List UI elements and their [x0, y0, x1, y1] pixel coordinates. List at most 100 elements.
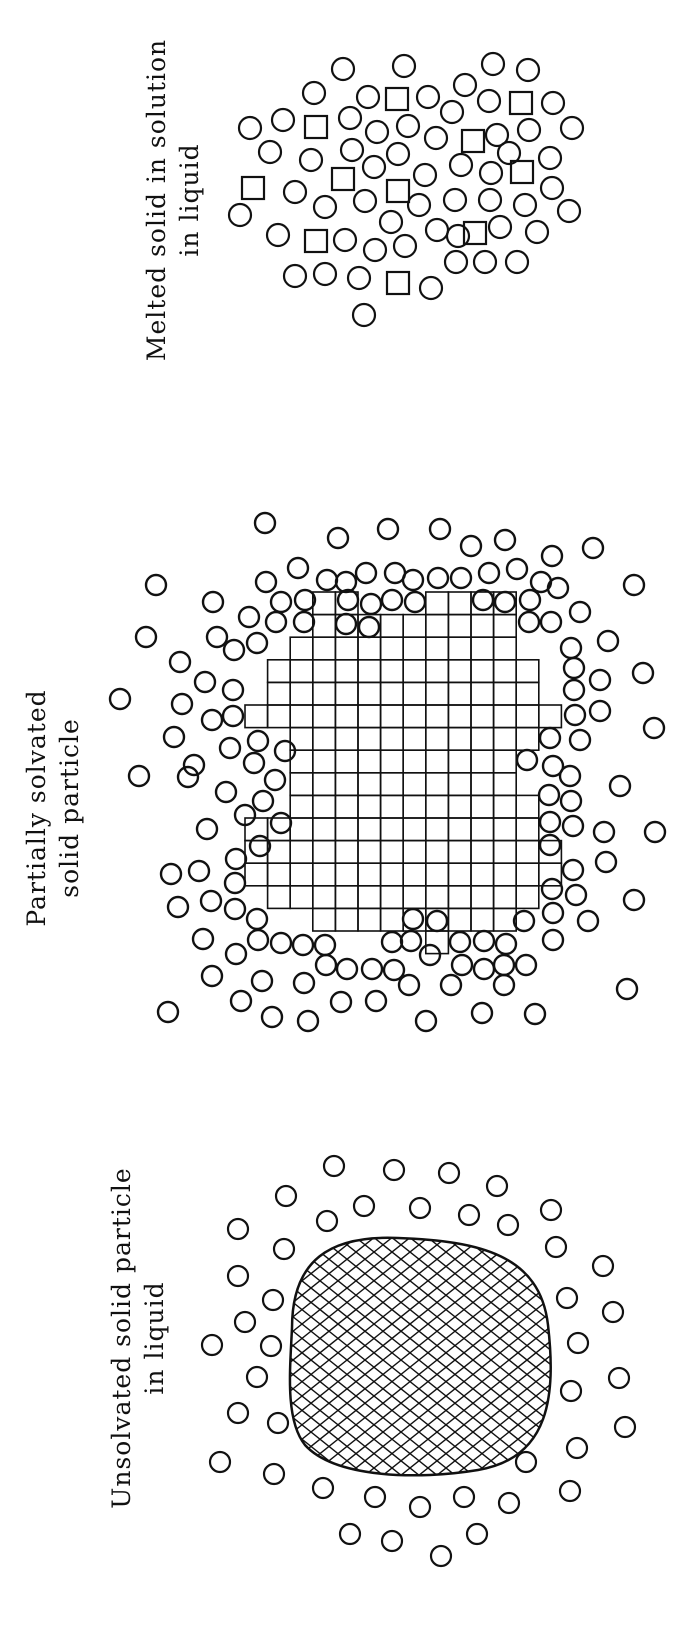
lattice-cell	[471, 615, 494, 638]
lattice-cell	[313, 615, 336, 638]
solvent-molecule-circle	[216, 782, 236, 802]
solvent-molecule-circle	[225, 873, 245, 893]
solvent-molecule-circle	[610, 776, 630, 796]
solvent-molecule-circle	[564, 658, 584, 678]
solvent-molecule-circle	[539, 785, 559, 805]
solvent-molecule-circle	[565, 705, 585, 725]
lattice-cell	[471, 750, 494, 773]
lattice-cell	[358, 705, 381, 728]
solvent-molecule-circle	[450, 932, 470, 952]
solvent-molecule-circle	[518, 119, 540, 141]
solvent-molecule-circle	[364, 239, 386, 261]
solvent-molecule-circle	[357, 86, 379, 108]
solvent-molecule-circle	[393, 55, 415, 77]
solvent-molecule-circle	[136, 627, 156, 647]
hatch-line	[0, 1220, 72, 1500]
lattice-cell	[335, 908, 358, 931]
label-unsolvated: Unsolvated solid particle in liquid	[107, 1167, 169, 1508]
solvent-molecule-circle	[259, 141, 281, 163]
hatch-line	[532, 1220, 699, 1500]
solvent-molecule-circle	[560, 1481, 580, 1501]
solvent-molecule-circle	[489, 216, 511, 238]
lattice-cell	[471, 637, 494, 660]
solvent-molecule-circle	[516, 955, 536, 975]
solvent-molecule-circle	[495, 530, 515, 550]
solvent-molecule-circle	[224, 640, 244, 660]
lattice-cell	[471, 818, 494, 841]
hatch-line	[604, 1220, 699, 1500]
solvent-molecule-circle	[525, 1004, 545, 1024]
lattice-cell	[403, 818, 426, 841]
solvent-molecule-circle	[361, 594, 381, 614]
solvent-molecule-circle	[624, 575, 644, 595]
lattice-cell	[448, 773, 471, 796]
lattice-cell	[335, 637, 358, 660]
lattice-cell	[290, 841, 313, 864]
lattice-cell	[335, 682, 358, 705]
hatch-line	[442, 1220, 699, 1500]
label-partial-line2: solid particle	[55, 718, 84, 898]
hatch-line	[424, 1220, 699, 1500]
lattice-cell	[381, 841, 404, 864]
solvent-molecule-circle	[184, 755, 204, 775]
lattice-cell	[426, 728, 449, 751]
solvent-molecule-circle	[478, 90, 500, 112]
lattice-cell	[426, 750, 449, 773]
lattice-cell	[403, 863, 426, 886]
lattice-cell	[494, 615, 517, 638]
solvent-molecule-circle	[271, 813, 291, 833]
lattice-cell	[448, 818, 471, 841]
lattice-cell	[335, 886, 358, 909]
lattice-cell	[516, 660, 539, 683]
lattice-cell	[403, 841, 426, 864]
solvent-molecule-circle	[594, 822, 614, 842]
solvent-molecule-circle	[268, 1413, 288, 1433]
solvent-molecule-circle	[178, 767, 198, 787]
solvent-molecule-circle	[294, 973, 314, 993]
lattice-cell	[381, 795, 404, 818]
solvent-molecule-circle	[506, 251, 528, 273]
solvent-molecule-circle	[201, 891, 221, 911]
solvent-molecule-circle	[526, 221, 548, 243]
solvent-molecule-circle	[428, 568, 448, 588]
solvent-molecule-circle	[439, 1163, 459, 1183]
lattice-cell	[358, 682, 381, 705]
solvent-molecule-circle	[540, 728, 560, 748]
solvent-molecule-circle	[274, 1239, 294, 1259]
hatch-line	[424, 1220, 699, 1500]
solvent-molecule-circle	[382, 590, 402, 610]
solvent-molecule-circle	[276, 1186, 296, 1206]
solvent-molecule-circle	[426, 219, 448, 241]
hatch-line	[514, 1220, 699, 1500]
solvent-molecule-circle	[382, 1531, 402, 1551]
solvent-molecule-circle	[394, 235, 416, 257]
solute-molecule-square	[305, 116, 327, 138]
solvent-molecule-circle	[247, 909, 267, 929]
lattice-cell	[245, 841, 268, 864]
lattice-cell	[448, 863, 471, 886]
lattice-cell	[381, 750, 404, 773]
solvent-molecule-circle	[445, 251, 467, 273]
solvent-molecule-circle	[264, 1464, 284, 1484]
lattice-cell	[516, 795, 539, 818]
solvent-molecule-circle	[303, 82, 325, 104]
lattice-cell	[268, 682, 291, 705]
solvent-molecule-circle	[590, 701, 610, 721]
hatch-line	[406, 1220, 699, 1500]
lattice-cell	[335, 660, 358, 683]
label-melted: Melted solid in solution in liquid	[142, 39, 204, 361]
solvent-molecule-circle	[444, 189, 466, 211]
solvent-molecule-circle	[288, 558, 308, 578]
solvent-molecule-circle	[410, 1198, 430, 1218]
solvent-molecule-circle	[520, 590, 540, 610]
lattice-cell	[381, 728, 404, 751]
hatch-line	[676, 1220, 699, 1500]
solvent-molecule-circle	[494, 975, 514, 995]
solvent-molecule-circle	[473, 590, 493, 610]
lattice-cell	[403, 750, 426, 773]
solvent-molecule-circle	[570, 602, 590, 622]
lattice-cell	[290, 705, 313, 728]
lattice-cell	[516, 682, 539, 705]
solvent-molecule-circle	[403, 909, 423, 929]
